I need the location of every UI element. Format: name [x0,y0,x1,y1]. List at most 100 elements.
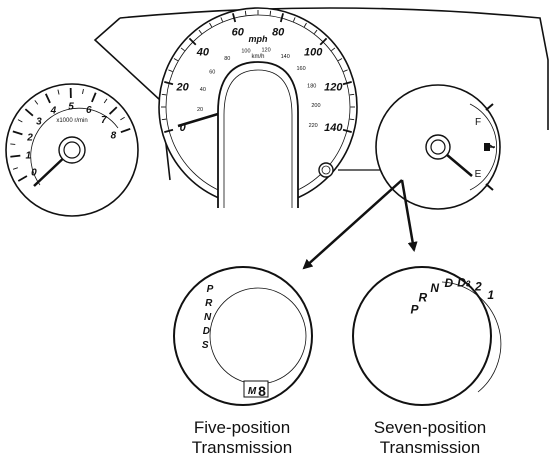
indicator-knob [318,162,334,178]
kmh-tick-label: 60 [209,69,215,75]
tachometer-tick-label: 6 [86,105,92,116]
seven-position-caption: Seven-position Transmission [330,418,530,458]
speedometer-minor-tick [180,47,185,52]
speedometer-tick-label: 100 [304,47,323,59]
speedometer-minor-tick [331,47,336,52]
seven-position-indicator: 1 [487,288,494,302]
speedometer-major-tick [342,128,352,133]
kmh-tick-label: 200 [311,103,320,109]
speedometer-minor-tick [343,69,348,73]
tachometer-tick-label: 2 [26,132,33,143]
speedometer-minor-tick [173,58,179,62]
arrow-to-seven-position [400,179,418,252]
seven-position-indicator: D3 [457,275,471,289]
tachometer-tick-label: 0 [31,168,37,179]
speedometer-tick-marks [161,10,355,133]
kmh-tick-label: 120 [261,48,270,54]
tachometer-minor-tick [17,119,23,123]
speedometer-tick-label: 120 [324,82,343,94]
speedometer-minor-tick [349,93,355,96]
kmh-tick-label: 160 [297,66,306,72]
speedometer-minor-tick [292,17,296,22]
seven-position-indicator: N [430,281,439,295]
fuel-pump-icon [484,143,495,151]
tachometer-major-tick [17,175,28,182]
five-position-indicator: D [203,326,210,337]
speedometer-center-display [217,61,299,208]
kmh-tick-label: 40 [200,87,206,93]
speedometer-minor-tick [220,17,224,22]
seven-position-inner-arc [441,281,502,393]
tachometer-tick-label: 3 [36,116,42,127]
kmh-unit-label: km/h [251,54,264,60]
mph-unit-label: mph [249,34,269,44]
speedometer-minor-tick [198,29,203,34]
tachometer-inner-arc [30,107,119,186]
tachometer-major-tick [91,92,97,103]
kmh-tick-label: 140 [281,54,290,60]
tachometer-major-tick [44,93,51,104]
speedometer-major-tick [188,37,197,46]
tachometer-major-tick [24,108,34,117]
fuel-full-label: F [475,117,481,128]
speedometer-major-tick [342,81,352,86]
tachometer-minor-tick [12,167,18,170]
tachometer-tick-label: 8 [111,130,117,141]
tachometer-hub-cap [63,141,81,159]
seven-position-outer-ring [352,266,492,406]
seven-position-caption-line1: Seven-position [373,418,487,437]
five-position-outer-ring [173,266,313,406]
five-position-indicator: S [202,340,209,351]
five-position-caption: Five-position Transmission [152,418,332,458]
tachometer-minor-tick [82,88,84,95]
seven-position-indicator: D [445,276,454,290]
seven-position-indicator: 2 [474,279,482,293]
speedometer-minor-tick [209,22,213,28]
speedometer-minor-tick [161,93,167,96]
fuel-gauge-inner-arc [469,103,497,191]
speedometer-tick-label: 40 [196,47,210,59]
tachometer-major-tick [12,130,23,136]
speedometer-minor-tick [269,10,272,16]
speedometer: 0 20 40 60 80 100 120 140 20 40 60 80 100 120 140 160 1… [158,7,358,208]
five-position-indicator: N [204,312,212,323]
speedometer-needle [177,112,219,128]
speedometer-mph-labels: 0 20 40 60 80 100 120 140 [176,27,344,135]
tachometer-unit-label: x1000 r/min [56,118,87,124]
tachometer-major-tick [10,154,21,158]
speedometer-tick-label: 0 [180,122,187,134]
tachometer-major-tick [108,106,118,115]
tachometer-minor-tick [120,116,125,121]
tachometer-major-tick [120,127,131,134]
fuel-gauge: F E [375,84,501,210]
mode-display-digit: 8 [258,383,266,399]
tachometer-minor-tick [103,98,108,104]
speedometer-minor-tick [337,58,343,62]
kmh-tick-label: 100 [241,48,250,54]
kmh-tick-label: 80 [224,56,230,62]
speedometer-tick-label: 140 [324,122,343,134]
speedometer-major-tick [164,81,174,86]
speedometer-minor-tick [313,29,318,34]
kmh-tick-label: 20 [197,107,203,113]
five-position-caption-line2: Transmission [191,438,293,457]
tachometer-tick-label: 4 [50,106,57,117]
speedometer-minor-tick [244,10,247,16]
mode-display-letter: M [248,386,257,397]
arrow-to-five-position [302,179,403,270]
seven-position-caption-line2: Transmission [379,438,481,457]
speedometer-major-tick [279,13,284,23]
speedometer-minor-tick [303,22,307,28]
seven-position-indicator: R [419,290,428,304]
kmh-tick-label: 180 [307,83,316,89]
speedometer-tick-label: 60 [232,27,245,39]
five-position-indicator: R [205,298,213,309]
speedometer-minor-tick [349,118,355,121]
